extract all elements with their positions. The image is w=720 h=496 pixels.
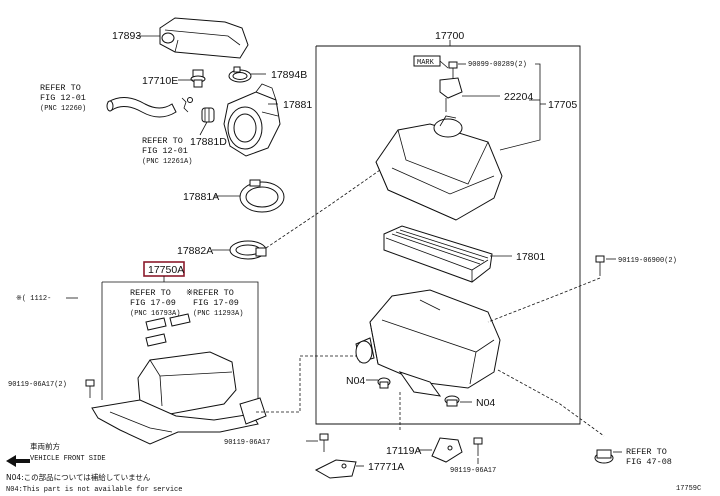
ref-fig12-mid-2: FIG 12-01 [142,146,188,156]
grommet-fig47[interactable] [594,449,614,464]
ref-fig12-mid-3: (PNC 12261A) [142,158,192,166]
ref-fig12-left-3: (PNC 12260) [40,105,86,113]
label-17700: 17700 [435,30,464,42]
airflow-meter-22204[interactable] [439,77,463,112]
bolt-90119-06A17-left[interactable] [85,379,95,398]
ref-fig17-a-2: FIG 17-09 [130,298,176,308]
bolt-90119-06A17-right[interactable] [473,437,483,456]
figure-number: 17759C [676,485,701,493]
label-N04-upper: N04 [346,375,365,387]
label-90119-06A17-mid: 90119-06A17 [224,439,270,447]
clamp-17882A[interactable] [229,240,267,260]
hose-connector [181,97,193,113]
bracket-17771A[interactable] [314,459,357,479]
label-17710E: 17710E [142,75,178,87]
label-17750A: 17750A [148,264,184,276]
note-n04-en: N04:This part is not available for servi… [6,486,182,494]
bracket-17119A[interactable] [431,437,463,463]
label-17705: 17705 [548,99,577,111]
air-cleaner-cap[interactable] [375,115,503,221]
ref-fig12-mid-1: REFER TO [142,136,183,146]
label-17801: 17801 [516,251,545,263]
ref-fig12-left-2: FIG 12-01 [40,93,86,103]
label-90119-06A17-left: 90119-06A17(2) [8,381,67,389]
note-front-en: VEHICLE FRONT SIDE [30,455,106,463]
ref-fig17-b-2: FIG 17-09 [193,298,239,308]
label-17882A: 17882A [177,245,213,257]
resonator-17893[interactable] [159,17,249,59]
air-inlet-duct[interactable] [91,351,267,445]
label-N04-lower: N04 [476,397,495,409]
date-note: ※( 1112- [16,295,51,303]
clamp-17881A[interactable] [239,179,285,213]
hose-17881D[interactable] [201,107,215,123]
assembly-frame [315,45,581,425]
label-17119A: 17119A [386,445,421,457]
seal-pads [145,313,191,347]
label-90119-06A17-right: 90119-06A17 [450,467,496,475]
clamp-17894B[interactable] [228,66,252,83]
label-17894B: 17894B [271,69,307,81]
label-17893: 17893 [112,30,141,42]
screw-90099-00289[interactable] [448,61,458,80]
label-22204: 22204 [504,91,533,103]
filter-element-17801[interactable] [383,225,493,283]
note-front-jp: 車両前方 [30,441,60,451]
grommet-N04-upper[interactable] [377,377,391,389]
ref-fig17-a-1: REFER TO [130,288,171,298]
ref-fig47-2: FIG 47-08 [626,457,672,467]
grommet-N04-lower[interactable] [444,395,460,407]
label-17881: 17881 [283,99,312,111]
label-17881D: 17881D [190,136,227,148]
grommet-17710E[interactable] [190,69,206,88]
bolt-90119-06900[interactable] [595,255,605,276]
label-90119-06900: 90119-06900(2) [618,257,677,265]
bolt-90119-06A17-mid[interactable] [319,433,329,452]
label-90099: 90099-00289(2) [468,61,527,69]
ref-fig17-a-3: (PNC 16793A) [130,310,180,318]
pcv-hose[interactable] [106,97,177,118]
label-mark: MARK [417,59,435,67]
ref-fig17-b-3: (PNC 11293A) [193,310,243,318]
intake-pipe-17881[interactable] [223,83,281,157]
air-cleaner-case[interactable] [355,289,501,397]
ref-fig12-left-1: REFER TO [40,83,81,93]
ref-fig17-b-1: REFER TO [193,288,234,298]
front-arrow-icon [6,455,30,467]
label-17771A: 17771A [368,461,404,473]
ref-fig47-1: REFER TO [626,447,667,457]
label-17881A: 17881A [183,191,219,203]
asterisk-mark: ※ [186,288,193,298]
note-n04-jp: N04:この部品については補給していません [6,472,151,482]
